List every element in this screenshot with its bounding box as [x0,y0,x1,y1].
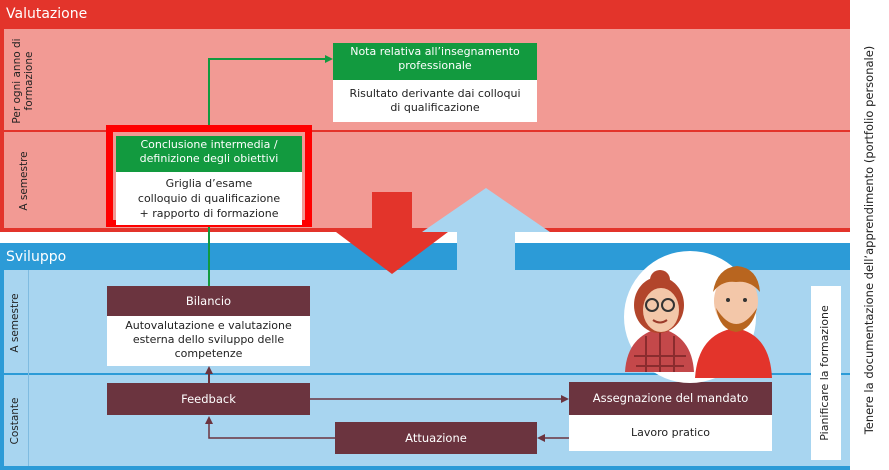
arrowhead-icon [325,55,333,63]
nota-head: Nota relativa all’insegnamento professio… [333,43,537,80]
sviluppo-row-divider-line [28,270,29,466]
arrowhead-icon [537,434,545,442]
connector-attuazione-feedback [208,423,335,439]
conclusione-head: Conclusione intermedia / definizione deg… [116,136,302,172]
up-arrow-icon [422,188,550,272]
nota-box: Nota relativa all’insegnamento professio… [333,43,537,122]
conclusione-box: Conclusione intermedia / definizione deg… [116,136,302,225]
bilancio-body: Autovalutazione e valutazione esterna de… [107,316,310,364]
conclusione-body: Griglia d’esame colloquio di qualificazi… [116,172,302,225]
green-connector-nota [208,58,326,125]
conclusione-line: colloquio di qualificazione [137,192,281,205]
arrowhead-icon [561,395,569,403]
pianificare-box [811,286,841,460]
arrowhead-icon [205,416,213,424]
feedback-box: Feedback [107,383,310,415]
sviluppo-title: Sviluppo [6,249,67,265]
assegnazione-head: Assegnazione del mandato [569,382,772,415]
down-arrow-icon [336,192,448,274]
nota-body: Risultato derivante dai colloqui di qual… [333,80,537,122]
arrowhead-icon [205,366,213,374]
assegnazione-body: Lavoro pratico [569,415,772,451]
conclusione-line: Griglia d’esame [165,177,253,190]
bilancio-box: Bilancio Autovalutazione e valutazione e… [107,286,310,366]
conclusione-line: + rapporto di formazione [139,207,279,220]
portfolio-box [854,20,886,460]
valutazione-title: Valutazione [6,6,88,22]
row-divider [4,130,850,132]
valutazione-row-label-strip [4,29,28,228]
attuazione-box: Attuazione [335,422,537,454]
bilancio-head: Bilancio [107,286,310,316]
assegnazione-box: Assegnazione del mandato Lavoro pratico [569,382,772,451]
people-illustration [624,251,772,383]
